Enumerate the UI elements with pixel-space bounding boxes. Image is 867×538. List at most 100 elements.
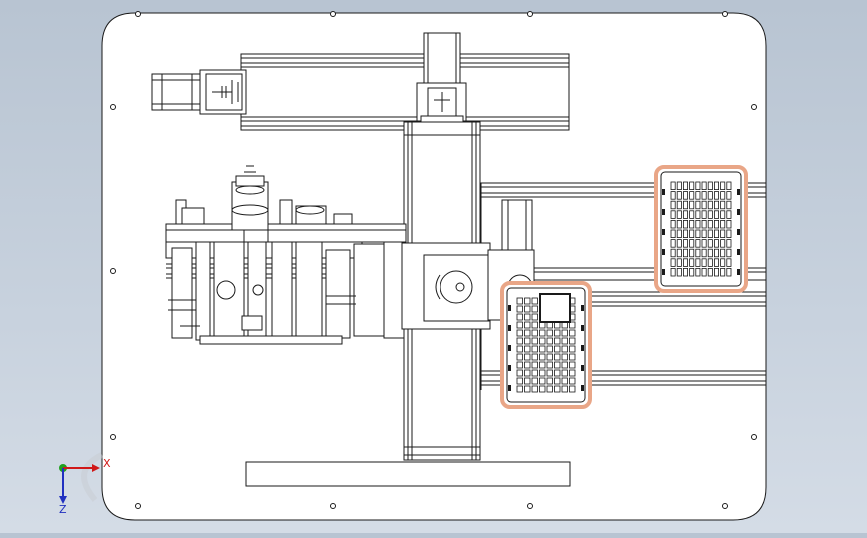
well [561, 337, 568, 345]
well [539, 369, 546, 377]
bottom-bar [245, 461, 571, 487]
well [676, 191, 682, 200]
well [516, 297, 523, 305]
well [539, 337, 546, 345]
well [689, 258, 695, 267]
well [524, 321, 531, 329]
well [695, 248, 701, 258]
well [531, 329, 538, 337]
well [683, 229, 689, 238]
triad-x-label: X [103, 457, 111, 470]
well [569, 337, 576, 345]
well [683, 191, 689, 200]
well [546, 369, 553, 377]
well [676, 248, 682, 258]
y-axis-motor [416, 32, 467, 125]
well [707, 210, 713, 219]
well [720, 181, 726, 190]
well [569, 329, 576, 337]
well [714, 239, 720, 248]
well [546, 377, 553, 385]
coordinate-triad [59, 464, 100, 504]
well [524, 345, 531, 353]
well [670, 229, 676, 238]
well [531, 377, 538, 385]
well [689, 248, 695, 258]
well [524, 377, 531, 385]
well [539, 385, 546, 393]
well [714, 191, 720, 200]
well [516, 353, 523, 361]
well [554, 385, 561, 393]
well [670, 200, 676, 210]
well [539, 377, 546, 385]
well [524, 297, 531, 305]
well [676, 219, 682, 229]
well [670, 239, 676, 248]
well [539, 345, 546, 353]
well [670, 210, 676, 219]
well [524, 353, 531, 361]
well [714, 200, 720, 210]
well [524, 369, 531, 377]
well [720, 229, 726, 238]
well [695, 267, 701, 277]
well [561, 329, 568, 337]
well [516, 305, 523, 313]
well [676, 210, 682, 219]
well [701, 229, 707, 238]
well [701, 210, 707, 219]
well [726, 248, 732, 258]
well [726, 267, 732, 277]
well [689, 210, 695, 219]
well [554, 337, 561, 345]
well [726, 200, 732, 210]
well [554, 329, 561, 337]
well [714, 210, 720, 219]
well [714, 267, 720, 277]
well [695, 210, 701, 219]
well [689, 267, 695, 277]
well [531, 313, 538, 321]
well [695, 258, 701, 267]
well [720, 219, 726, 229]
well [531, 337, 538, 345]
well [569, 361, 576, 369]
well [683, 239, 689, 248]
well [676, 258, 682, 267]
well [683, 219, 689, 229]
well [524, 329, 531, 337]
well [720, 258, 726, 267]
well [554, 353, 561, 361]
well [714, 258, 720, 267]
well [726, 219, 732, 229]
microplate-tray-small [500, 281, 592, 409]
well [531, 297, 538, 305]
well [695, 200, 701, 210]
upper-rail [240, 53, 570, 131]
well [539, 329, 546, 337]
well [695, 191, 701, 200]
well [683, 200, 689, 210]
well [726, 181, 732, 190]
mounting-holes [110, 11, 757, 509]
well [539, 353, 546, 361]
pipette-head [165, 165, 407, 345]
well [683, 258, 689, 267]
well [516, 337, 523, 345]
well [695, 229, 701, 238]
well [701, 219, 707, 229]
well [670, 267, 676, 277]
well [720, 200, 726, 210]
well [676, 181, 682, 190]
well [516, 385, 523, 393]
well [720, 248, 726, 258]
well [516, 321, 523, 329]
well [524, 337, 531, 345]
well [726, 258, 732, 267]
well [707, 229, 713, 238]
well [707, 258, 713, 267]
well [524, 313, 531, 321]
